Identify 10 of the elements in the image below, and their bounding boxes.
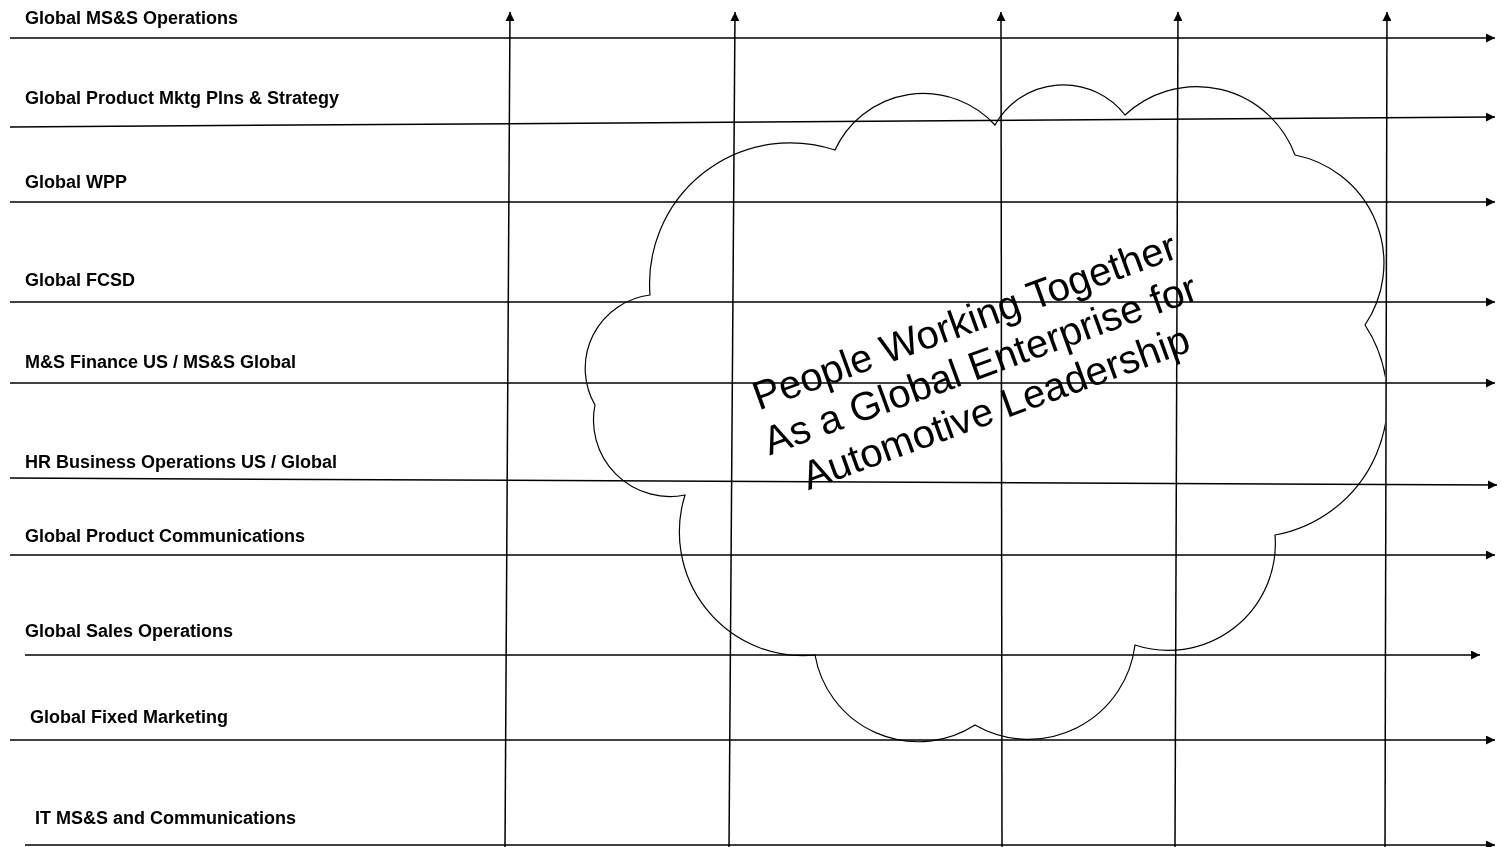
row-label: Global FCSD: [25, 270, 135, 291]
row-label: Global Product Mktg Plns & Strategy: [25, 88, 340, 109]
row-label: Global Product Communications: [25, 526, 306, 547]
row-label: Global WPP: [25, 172, 127, 193]
row-label: M&S Finance US / MS&S Global: [25, 352, 297, 373]
row-label: HR Business Operations US / Global: [25, 452, 338, 473]
row-label: Global MS&S Operations: [25, 8, 239, 29]
row-label: Global Fixed Marketing: [30, 707, 229, 728]
row-label: IT MS&S and Communications: [35, 808, 297, 829]
row-label: Global Sales Operations: [25, 621, 234, 642]
